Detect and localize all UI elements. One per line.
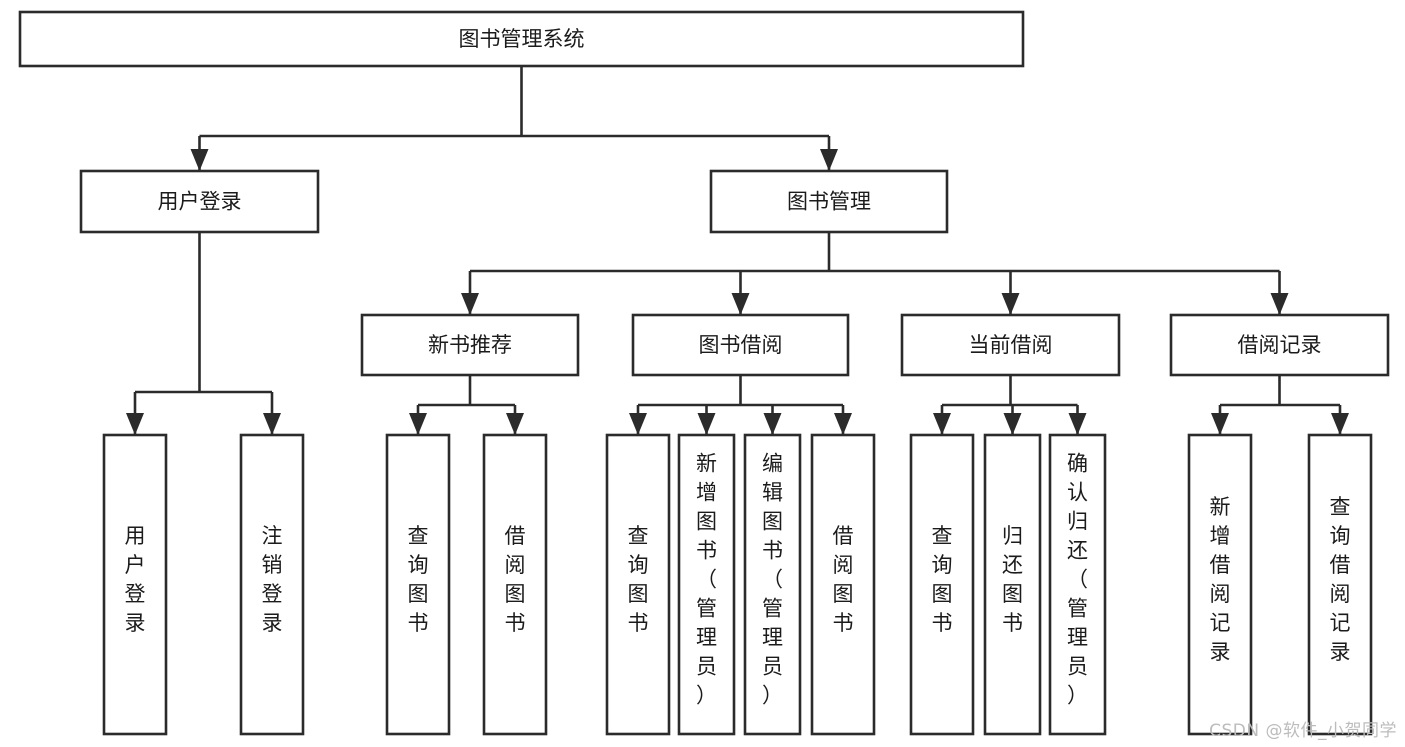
book-mgmt-branch-arrow-1 <box>731 293 750 315</box>
level3-node-3-label: 借阅记录 <box>1238 333 1322 357</box>
user-login-branch-arrow-1 <box>263 413 281 435</box>
leaf-node-5-box[interactable] <box>677 433 736 736</box>
leaf-node-6-label: 编辑图书（管理员） <box>762 452 783 708</box>
level2-node-0-label: 用户登录 <box>158 190 242 214</box>
root-node-book-management-system-box[interactable] <box>18 10 1025 68</box>
level3-node-3-box[interactable] <box>1169 313 1390 377</box>
leaf-node-2-box[interactable] <box>385 433 451 736</box>
level2-node-1-box[interactable] <box>709 169 949 234</box>
leaf-node-12[interactable]: 查询借阅记录 <box>1307 433 1373 736</box>
leaf-node-12-box[interactable] <box>1307 433 1373 736</box>
leaf-node-6-box[interactable] <box>743 433 802 736</box>
leaf-node-11-box[interactable] <box>1187 433 1253 736</box>
leaf-node-1-box[interactable] <box>239 433 305 736</box>
leaf-node-9[interactable]: 归还图书 <box>983 433 1042 736</box>
level2-node-1-label: 图书管理 <box>787 190 871 214</box>
leaf-node-11[interactable]: 新增借阅记录 <box>1187 433 1253 736</box>
new-book-branch-arrow-0 <box>409 413 427 435</box>
level3-node-2-box[interactable] <box>900 313 1121 377</box>
root-node-book-management-system-label: 图书管理系统 <box>459 27 585 51</box>
root-branch-arrow-1 <box>820 149 838 171</box>
level3-node-0-label: 新书推荐 <box>428 333 512 357</box>
borrow-record-branch-arrow-1 <box>1331 413 1349 435</box>
level3-node-1[interactable]: 图书借阅 <box>631 313 850 377</box>
root-node-book-management-system[interactable]: 图书管理系统 <box>18 10 1025 68</box>
book-mgmt-branch-arrow-3 <box>1270 293 1289 315</box>
leaf-node-8-box[interactable] <box>909 433 975 736</box>
leaf-node-2[interactable]: 查询图书 <box>385 433 451 736</box>
leaf-node-4-label: 查询图书 <box>628 524 649 635</box>
leaf-node-10[interactable]: 确认归还（管理员） <box>1048 433 1107 736</box>
leaf-node-10-label: 确认归还（管理员） <box>1067 452 1088 708</box>
leaf-node-3-box[interactable] <box>482 433 548 736</box>
leaf-node-11-label: 新增借阅记录 <box>1210 495 1231 664</box>
current-borrow-branch-arrow-1 <box>1003 413 1022 435</box>
borrow-branch-arrow-0 <box>629 413 647 435</box>
level2-node-1[interactable]: 图书管理 <box>709 169 949 234</box>
book-mgmt-branch-arrow-2 <box>1001 293 1020 315</box>
leaf-node-7[interactable]: 借阅图书 <box>810 433 876 736</box>
leaf-node-0-box[interactable] <box>102 433 168 736</box>
new-book-branch-arrow-1 <box>506 413 524 435</box>
leaf-node-2-label: 查询图书 <box>408 524 429 635</box>
leaf-node-3[interactable]: 借阅图书 <box>482 433 548 736</box>
level3-node-0-box[interactable] <box>360 313 580 377</box>
book-mgmt-branch-arrow-0 <box>461 293 479 315</box>
node-box-group: 图书管理系统用户登录图书管理新书推荐图书借阅当前借阅借阅记录用户登录注销登录查询… <box>18 10 1390 736</box>
leaf-node-8-label: 查询图书 <box>932 524 953 635</box>
level2-node-0-box[interactable] <box>79 169 320 234</box>
leaf-node-1[interactable]: 注销登录 <box>239 433 305 736</box>
leaf-node-5[interactable]: 新增图书（管理员） <box>677 433 736 736</box>
leaf-node-0-label: 用户登录 <box>125 524 146 635</box>
leaf-node-12-label: 查询借阅记录 <box>1330 495 1351 664</box>
level3-node-2-label: 当前借阅 <box>969 333 1053 357</box>
leaf-node-1-label: 注销登录 <box>262 524 283 635</box>
level3-node-2[interactable]: 当前借阅 <box>900 313 1121 377</box>
leaf-node-0[interactable]: 用户登录 <box>102 433 168 736</box>
leaf-node-9-label: 归还图书 <box>1002 524 1023 635</box>
borrow-branch-arrow-2 <box>763 413 782 435</box>
level3-node-3[interactable]: 借阅记录 <box>1169 313 1390 377</box>
level2-node-0[interactable]: 用户登录 <box>79 169 320 234</box>
borrow-record-branch-arrow-0 <box>1211 413 1229 435</box>
current-borrow-branch-arrow-0 <box>933 413 951 435</box>
leaf-node-5-label: 新增图书（管理员） <box>696 452 717 708</box>
leaf-node-7-box[interactable] <box>810 433 876 736</box>
leaf-node-8[interactable]: 查询图书 <box>909 433 975 736</box>
level3-node-1-box[interactable] <box>631 313 850 377</box>
level3-node-0[interactable]: 新书推荐 <box>360 313 580 377</box>
current-borrow-branch-arrow-2 <box>1068 413 1087 435</box>
borrow-branch-arrow-1 <box>697 413 716 435</box>
leaf-node-7-label: 借阅图书 <box>833 524 854 635</box>
leaf-node-10-box[interactable] <box>1048 433 1107 736</box>
connector-group <box>126 66 1349 435</box>
leaf-node-4-box[interactable] <box>605 433 671 736</box>
level3-node-1-label: 图书借阅 <box>699 333 783 357</box>
leaf-node-4[interactable]: 查询图书 <box>605 433 671 736</box>
user-login-branch-arrow-0 <box>126 413 144 435</box>
leaf-node-3-label: 借阅图书 <box>505 524 526 635</box>
borrow-branch-arrow-3 <box>834 413 852 435</box>
leaf-node-6[interactable]: 编辑图书（管理员） <box>743 433 802 736</box>
leaf-node-9-box[interactable] <box>983 433 1042 736</box>
root-branch-arrow-0 <box>190 149 209 171</box>
